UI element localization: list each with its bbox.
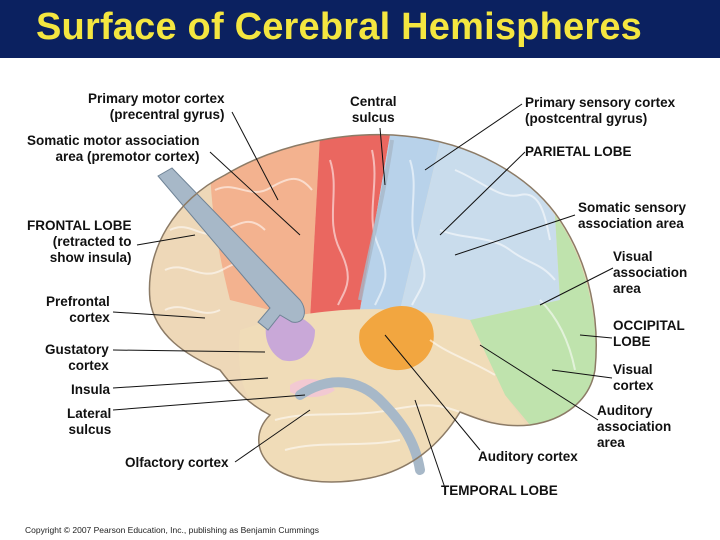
label-frontal-lobe: FRONTAL LOBE (retracted to show insula) — [27, 218, 132, 266]
label-somatic-sensory-association: Somatic sensory association area — [578, 200, 686, 232]
label-somatic-motor-association: Somatic motor association area (premotor… — [27, 133, 200, 165]
label-temporal-lobe: TEMPORAL LOBE — [441, 483, 558, 499]
label-central-sulcus: Central sulcus — [350, 94, 397, 126]
label-olfactory-cortex: Olfactory cortex — [125, 455, 229, 471]
label-occipital-lobe: OCCIPITAL LOBE — [613, 318, 685, 350]
label-primary-sensory-cortex: Primary sensory cortex (postcentral gyru… — [525, 95, 675, 127]
label-visual-cortex: Visual cortex — [613, 362, 654, 394]
label-auditory-cortex: Auditory cortex — [478, 449, 578, 465]
label-prefrontal-cortex: Prefrontal cortex — [46, 294, 110, 326]
copyright-notice: Copyright © 2007 Pearson Education, Inc.… — [25, 525, 319, 535]
label-visual-association-area: Visual association area — [613, 249, 687, 297]
label-primary-motor-cortex: Primary motor cortex (precentral gyrus) — [88, 91, 225, 123]
label-gustatory-cortex: Gustatory cortex — [45, 342, 109, 374]
label-lateral-sulcus: Lateral sulcus — [67, 406, 111, 438]
label-parietal-lobe: PARIETAL LOBE — [525, 144, 632, 160]
label-auditory-association-area: Auditory association area — [597, 403, 671, 451]
label-insula: Insula — [71, 382, 110, 398]
